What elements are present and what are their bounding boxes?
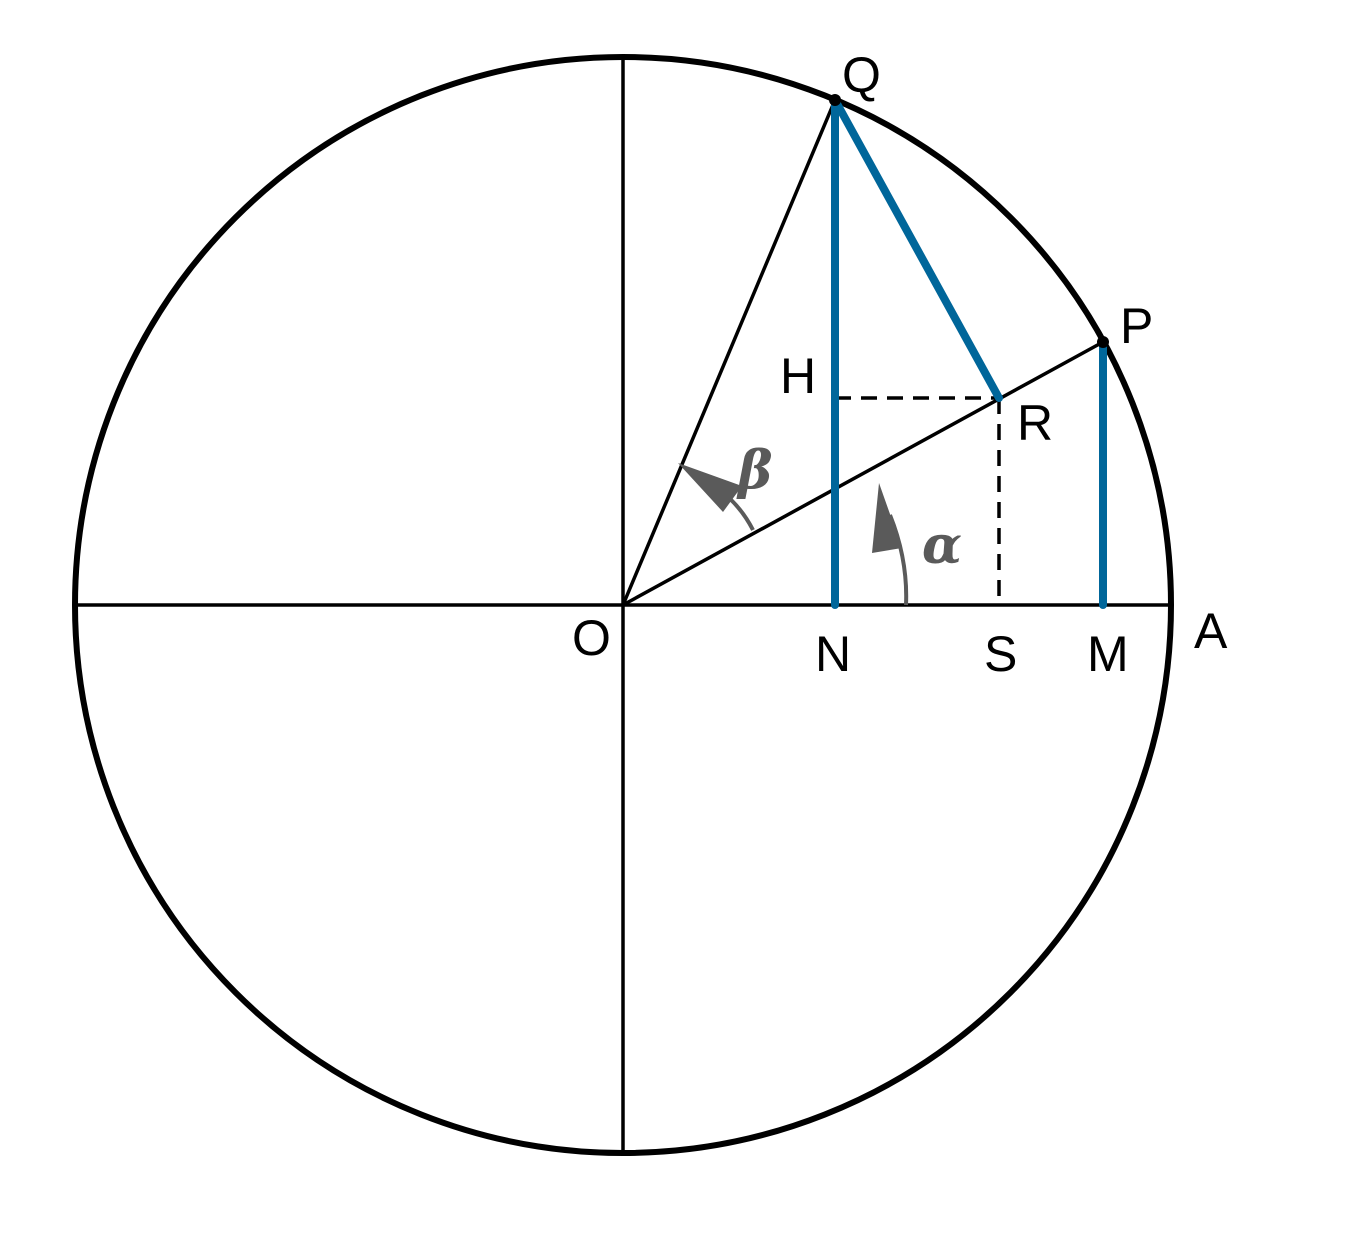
label-S: S: [984, 626, 1017, 682]
segment-OQ: [621, 99, 837, 606]
label-O: O: [572, 610, 611, 666]
label-P: P: [1120, 298, 1153, 354]
label-M: M: [1087, 626, 1129, 682]
label-H: H: [780, 348, 816, 404]
label-N: N: [815, 626, 851, 682]
label-R: R: [1017, 395, 1053, 451]
alpha-arrowhead: [872, 483, 902, 553]
label-Q: Q: [842, 47, 881, 103]
label-beta: β: [736, 440, 773, 501]
beta-arrowhead: [678, 463, 742, 512]
segment-OP: [622, 340, 1104, 607]
point-P: [1097, 336, 1109, 348]
label-alpha: α: [922, 515, 962, 576]
segment-QR: [831, 96, 1003, 402]
label-A: A: [1194, 603, 1228, 659]
point-Q: [829, 94, 841, 106]
